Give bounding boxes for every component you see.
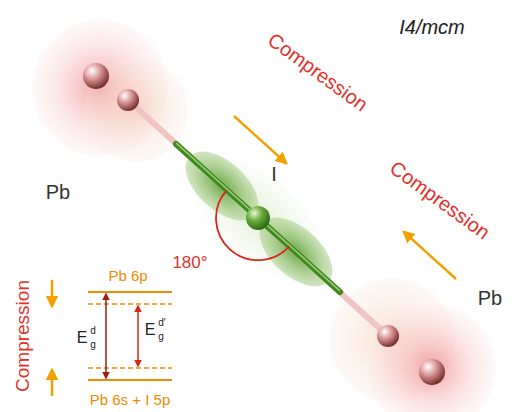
pb-atom [83, 63, 109, 89]
space-group-label: I4/mcm [399, 17, 465, 37]
energy-level [88, 379, 172, 381]
energy-level-label: Pb 6s + I 5p [90, 392, 170, 407]
atom-label: Pb [478, 288, 502, 308]
pb-atom [117, 89, 139, 111]
iodine-atom [246, 206, 270, 230]
angle-arc [216, 190, 289, 260]
energy-level [88, 291, 172, 293]
energy-level [88, 367, 172, 369]
gap-arrow [137, 306, 139, 366]
band-gap-symbol: E [77, 330, 88, 346]
bond [128, 100, 388, 336]
compression-label: Compression [264, 29, 371, 114]
band-gap-symbol: E [145, 322, 156, 338]
iodine-glow [172, 135, 344, 302]
compression-label: Compression [13, 280, 32, 392]
subscript: g [158, 332, 164, 342]
angle-label: 180° [172, 254, 207, 271]
gap-arrow [105, 294, 107, 378]
atom-label: I [271, 164, 277, 184]
pb-atom-group [330, 278, 496, 412]
pb-atom [377, 325, 399, 347]
superscript: d' [158, 318, 165, 328]
energy-level-diagram [52, 280, 172, 396]
pb-atom-group [32, 20, 188, 162]
compression-arrow [51, 280, 54, 306]
energy-level [88, 303, 172, 305]
pb-atom [419, 359, 445, 385]
compression-arrow [404, 232, 456, 279]
subscript: g [90, 340, 96, 350]
compression-label: Compression [386, 157, 493, 242]
atom-label: Pb [46, 182, 70, 202]
superscript: d [90, 326, 96, 336]
pb-halo [368, 304, 496, 412]
compression-arrow [51, 370, 54, 396]
energy-level-label: Pb 6p [108, 268, 147, 283]
compression-arrow [234, 116, 286, 163]
